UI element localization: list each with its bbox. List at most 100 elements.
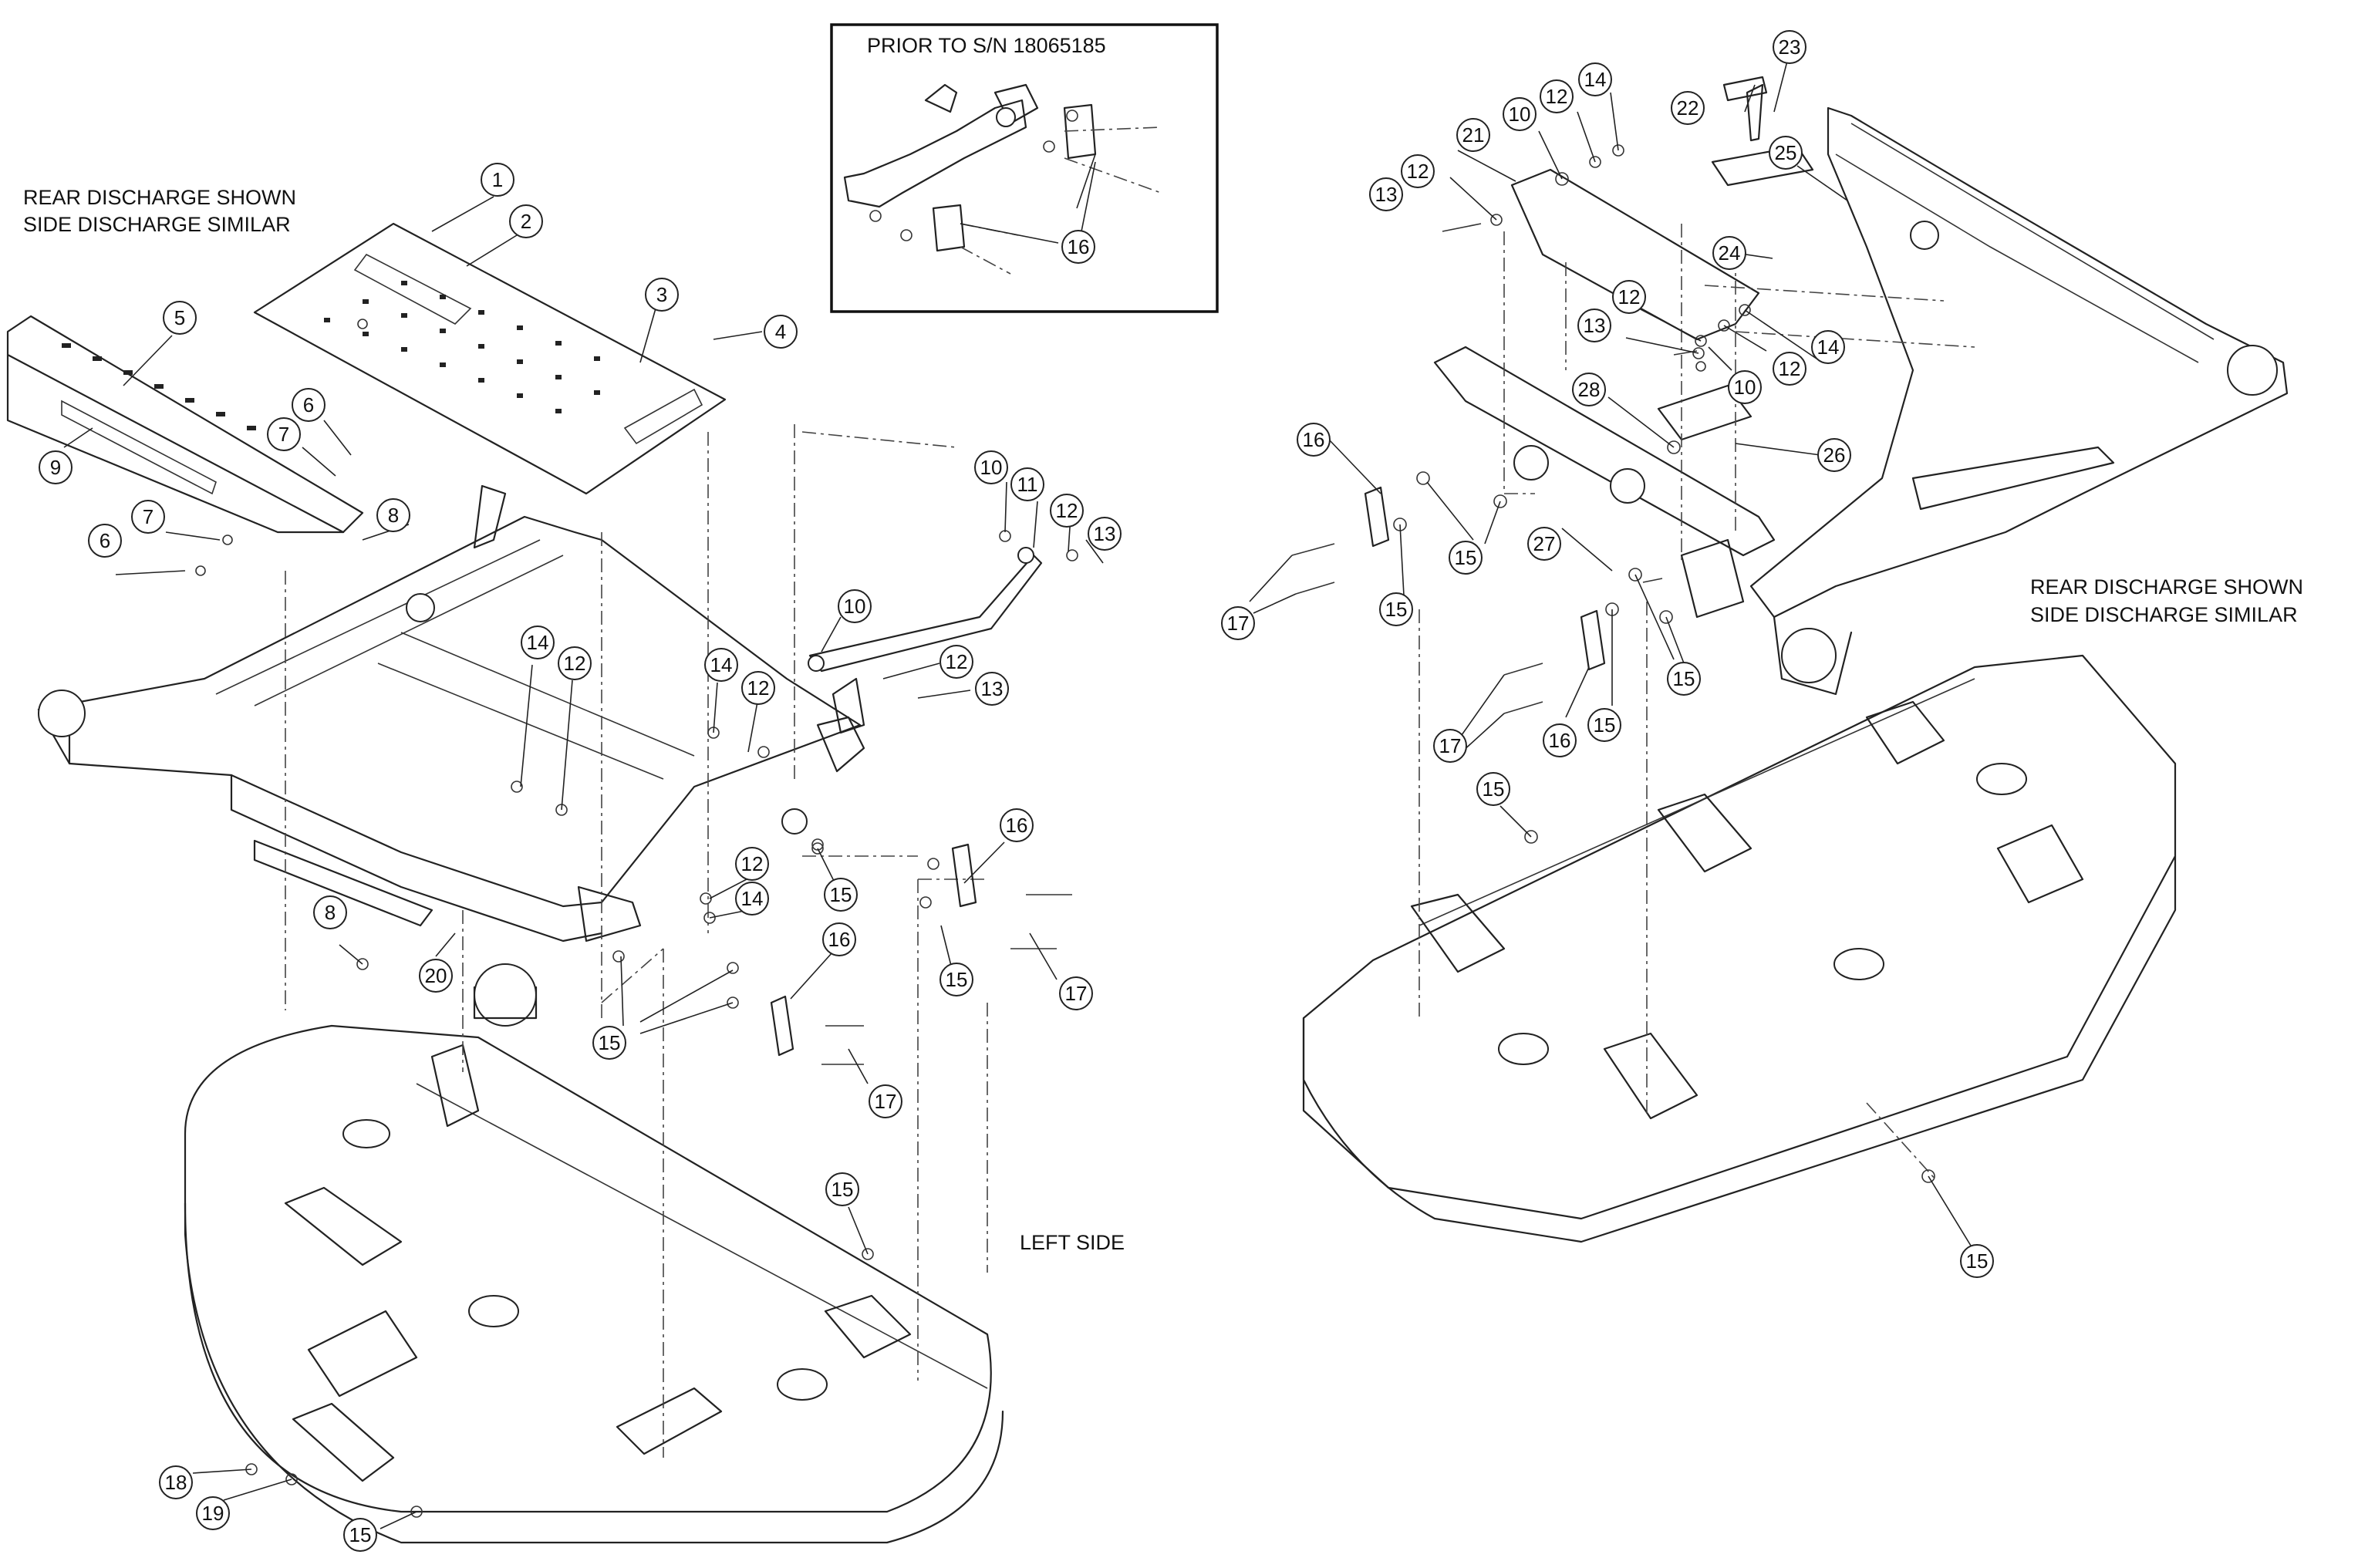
callout-r17a: 17 <box>1221 606 1255 640</box>
svg-text:6: 6 <box>100 529 110 552</box>
inset-title: PRIOR TO S/N 18065185 <box>867 34 1106 57</box>
callout-r13b: 13 <box>1577 309 1611 342</box>
svg-text:19: 19 <box>202 1502 224 1525</box>
svg-text:13: 13 <box>1094 522 1116 545</box>
callout-15-d: 15 <box>825 1172 859 1206</box>
callout-13: 13 <box>1088 517 1122 551</box>
svg-text:14: 14 <box>1584 68 1607 91</box>
callout-r15a: 15 <box>1449 541 1483 575</box>
callout-r15b: 15 <box>1379 592 1413 626</box>
callout-8: 8 <box>376 498 410 532</box>
svg-text:15: 15 <box>1594 713 1616 737</box>
left-note-line1: REAR DISCHARGE SHOWN <box>23 186 296 209</box>
callout-5: 5 <box>163 301 197 335</box>
svg-text:13: 13 <box>1584 314 1606 337</box>
callout-20: 20 <box>419 959 453 993</box>
callout-17: 17 <box>1059 976 1093 1010</box>
callout-r23: 23 <box>1773 30 1806 64</box>
svg-text:18: 18 <box>165 1471 187 1494</box>
right-hardware <box>1291 76 1935 1183</box>
callout-12-e: 12 <box>735 847 769 881</box>
right-note-line1: REAR DISCHARGE SHOWN <box>2030 575 2303 599</box>
svg-text:6: 6 <box>303 393 314 416</box>
svg-text:15: 15 <box>1385 598 1408 621</box>
callout-12: 12 <box>1050 494 1084 528</box>
svg-text:11: 11 <box>1017 473 1038 496</box>
callout-12-d: 12 <box>741 671 775 705</box>
callout-16: 16 <box>1000 808 1034 842</box>
svg-text:21: 21 <box>1462 123 1485 147</box>
svg-text:16: 16 <box>1549 729 1571 752</box>
callout-10: 10 <box>974 450 1008 484</box>
svg-text:15: 15 <box>946 968 968 991</box>
svg-text:15: 15 <box>1673 667 1695 690</box>
inset-prior-serial: PRIOR TO S/N 18065185 <box>830 23 1219 313</box>
callout-8-b: 8 <box>313 895 347 929</box>
callout-10-b: 10 <box>838 589 872 623</box>
right-mower-deck <box>1302 654 2177 1243</box>
callout-r26: 26 <box>1817 438 1851 472</box>
svg-text:15: 15 <box>599 1031 621 1054</box>
svg-text:14: 14 <box>741 887 764 910</box>
callout-r25: 25 <box>1769 136 1803 170</box>
svg-text:24: 24 <box>1719 241 1741 265</box>
callout-9: 9 <box>39 450 73 484</box>
callout-3: 3 <box>645 278 679 312</box>
svg-text:16: 16 <box>1006 814 1028 837</box>
callout-1: 1 <box>481 163 514 197</box>
left-guide-lines <box>285 424 988 1458</box>
callout-12-c: 12 <box>558 646 592 680</box>
callout-7-b: 7 <box>131 500 165 534</box>
svg-text:12: 12 <box>1779 357 1801 380</box>
svg-text:16: 16 <box>828 928 851 951</box>
callout-r16a: 16 <box>1297 423 1331 457</box>
left-side-label: LEFT SIDE <box>1020 1231 1125 1254</box>
inset-callout-16: 16 <box>1061 230 1095 264</box>
callout-16-b: 16 <box>822 922 856 956</box>
svg-text:17: 17 <box>1439 734 1462 757</box>
left-deck-frame <box>37 484 865 1027</box>
callout-r10b: 10 <box>1728 370 1762 404</box>
left-mower-deck <box>184 1024 1004 1544</box>
svg-text:17: 17 <box>1227 612 1250 635</box>
callout-11: 11 <box>1010 467 1044 501</box>
svg-text:14: 14 <box>527 631 549 654</box>
callout-15-c: 15 <box>592 1026 626 1060</box>
svg-text:15: 15 <box>1483 777 1505 801</box>
callout-r13a: 13 <box>1369 177 1403 211</box>
svg-text:26: 26 <box>1823 443 1846 467</box>
svg-text:14: 14 <box>1817 336 1840 359</box>
svg-text:1: 1 <box>492 168 503 191</box>
svg-text:15: 15 <box>830 883 852 906</box>
right-deck-frame <box>1433 106 2289 696</box>
svg-text:10: 10 <box>844 595 866 618</box>
svg-text:27: 27 <box>1533 532 1556 555</box>
callout-19: 19 <box>196 1496 230 1530</box>
svg-text:20: 20 <box>425 964 447 987</box>
svg-text:12: 12 <box>1546 85 1568 108</box>
svg-text:8: 8 <box>388 504 399 527</box>
svg-text:22: 22 <box>1677 96 1699 120</box>
svg-text:2: 2 <box>521 210 531 233</box>
leader-lines <box>63 46 1972 1529</box>
svg-text:13: 13 <box>981 677 1004 700</box>
callout-r22: 22 <box>1671 91 1705 125</box>
svg-text:7: 7 <box>143 505 153 528</box>
callout-r15e: 15 <box>1476 772 1510 806</box>
svg-text:25: 25 <box>1775 141 1797 164</box>
right-note-line2: SIDE DISCHARGE SIMILAR <box>2030 603 2298 626</box>
svg-text:10: 10 <box>980 456 1003 479</box>
svg-text:15: 15 <box>832 1178 854 1201</box>
svg-text:23: 23 <box>1779 35 1801 59</box>
callout-r12a: 12 <box>1540 79 1574 113</box>
svg-text:16: 16 <box>1068 235 1090 258</box>
svg-text:15: 15 <box>1966 1249 1989 1273</box>
callout-7: 7 <box>267 417 301 451</box>
svg-text:12: 12 <box>1056 499 1078 522</box>
svg-text:12: 12 <box>946 650 968 673</box>
callout-r27: 27 <box>1527 527 1561 561</box>
callout-r15c: 15 <box>1667 662 1701 696</box>
left-hardware <box>195 319 1078 1518</box>
svg-text:7: 7 <box>278 423 289 446</box>
callout-14: 14 <box>521 626 555 659</box>
